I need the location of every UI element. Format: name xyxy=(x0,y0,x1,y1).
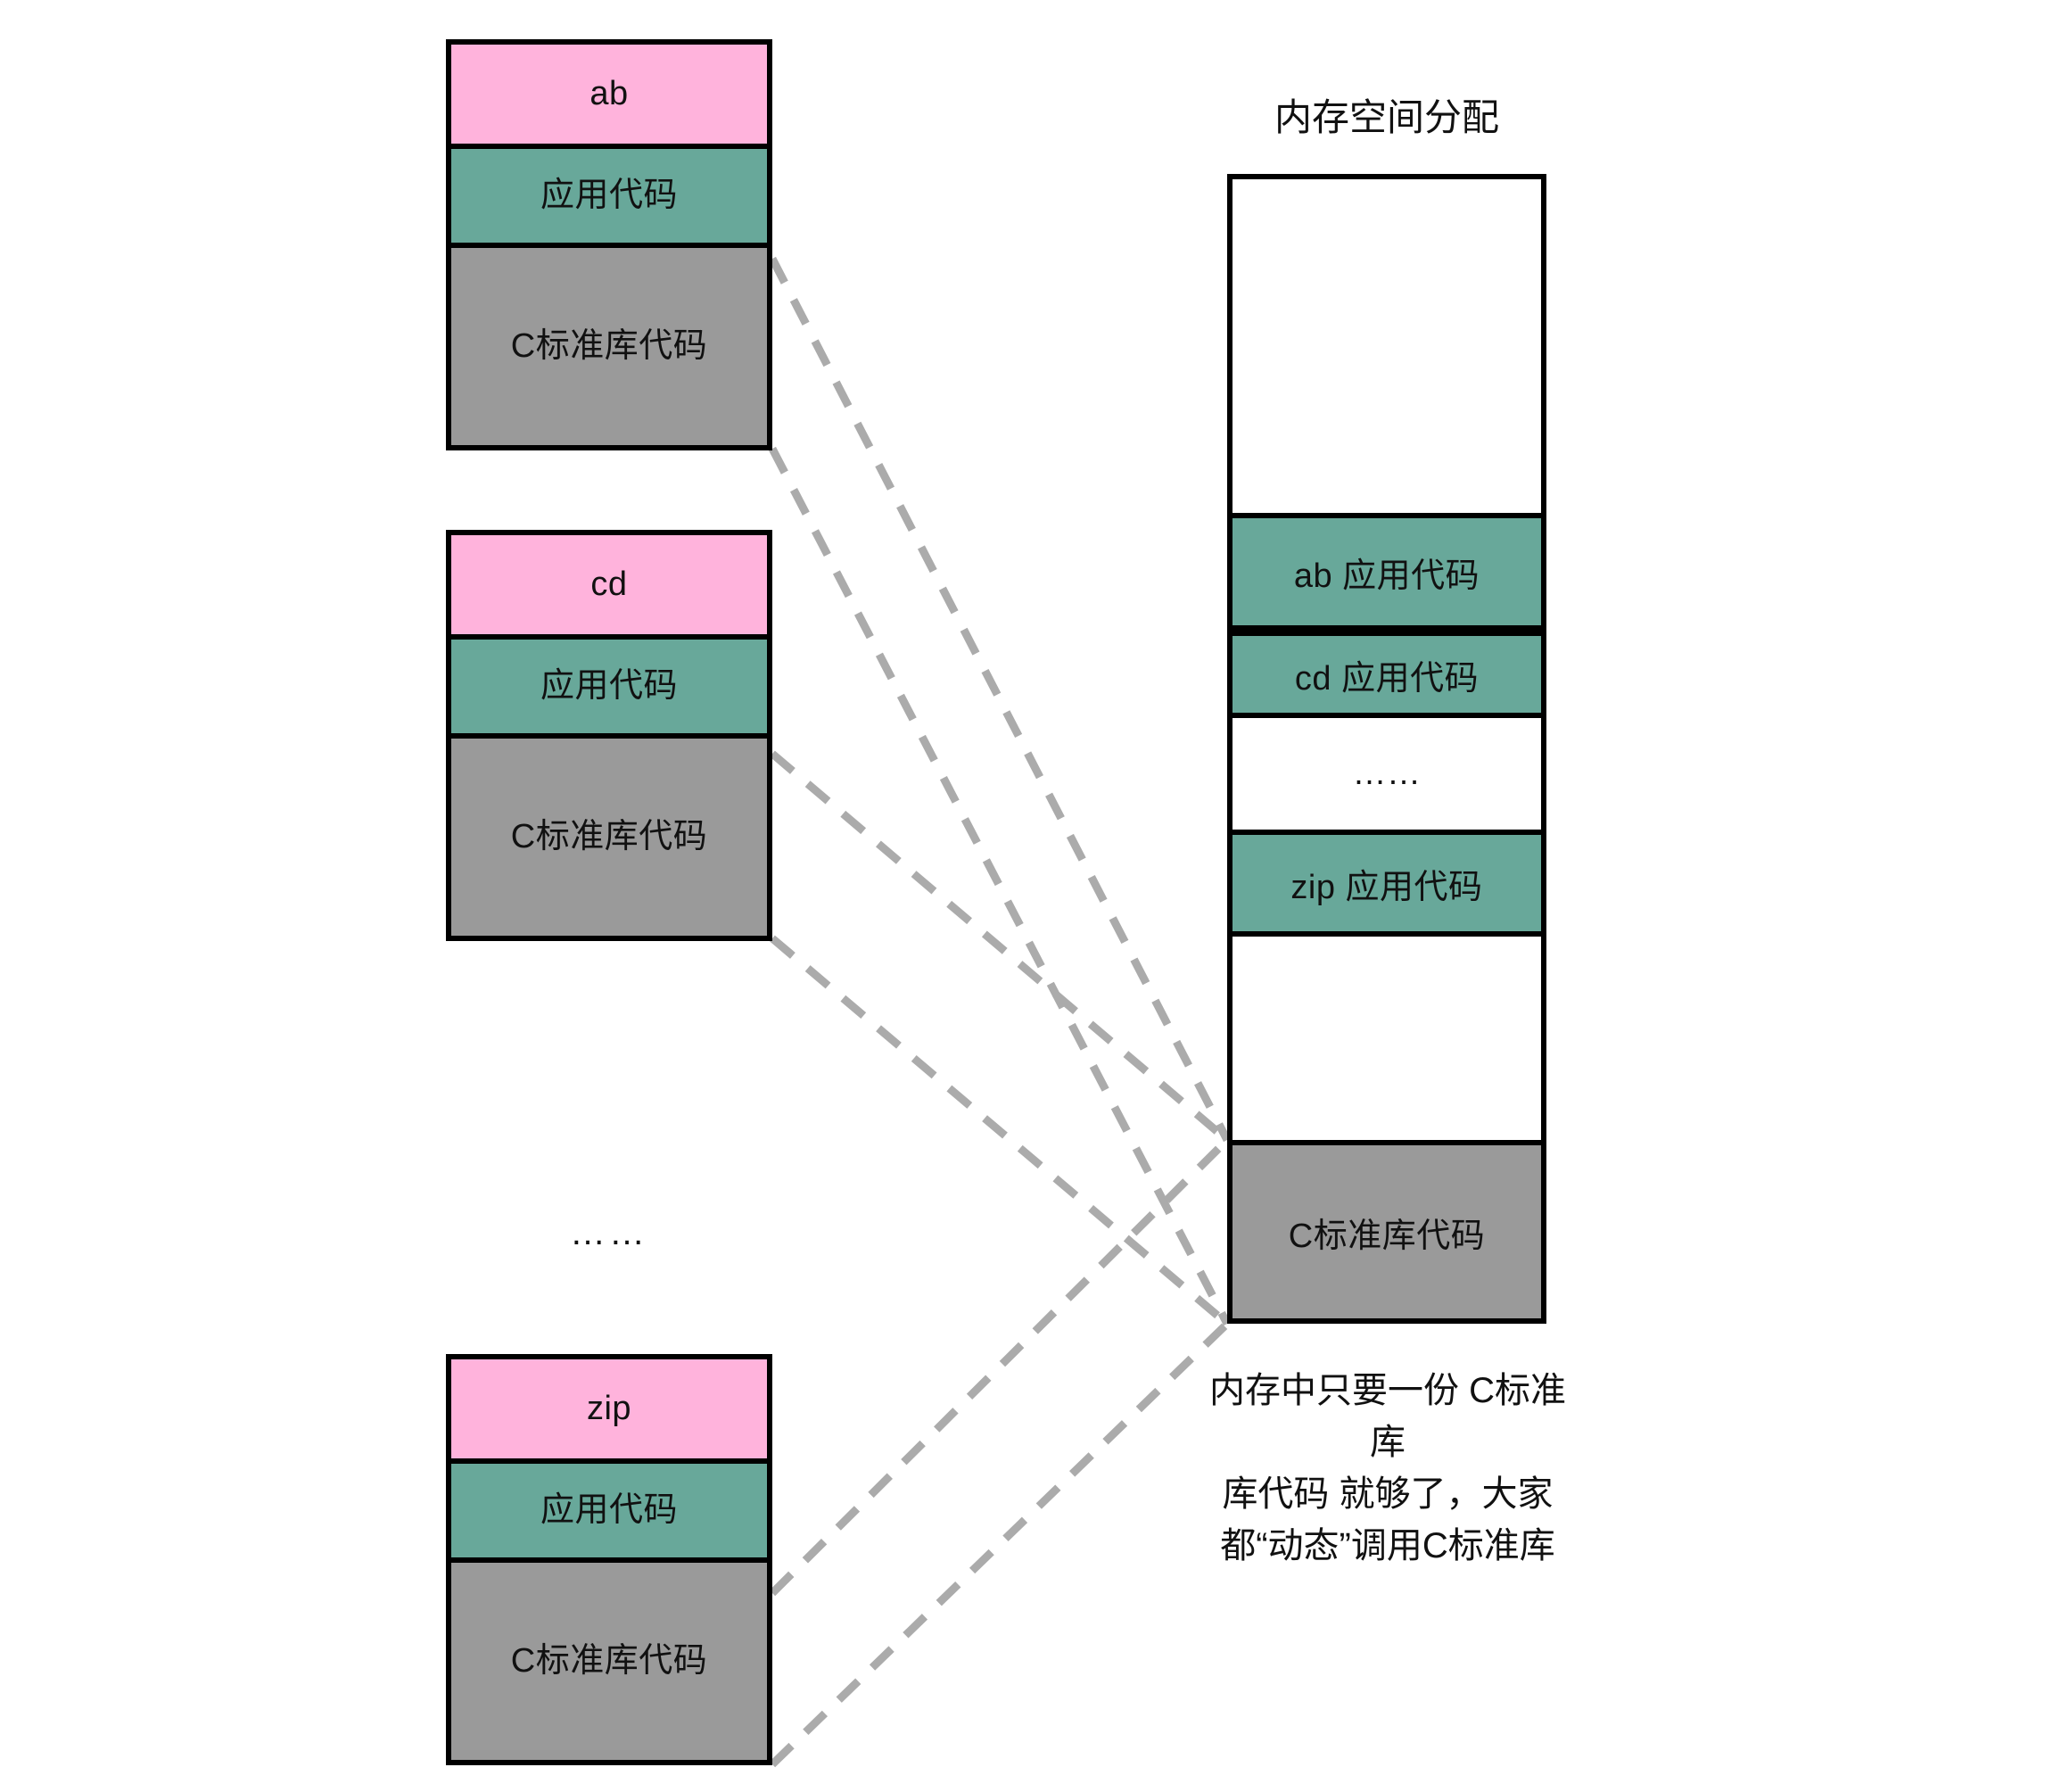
memory-row-libc: C标准库代码 xyxy=(1232,1140,1541,1318)
program-cd-name: cd xyxy=(451,535,767,640)
program-block-zip: zip 应用代码 C标准库代码 xyxy=(446,1354,772,1765)
memory-row-gap-ellipsis: …… xyxy=(1352,755,1422,792)
program-zip-libc-code: C标准库代码 xyxy=(451,1563,767,1760)
program-zip-name: zip xyxy=(451,1359,767,1464)
program-ab-name: ab xyxy=(451,45,767,149)
memory-row-free-top xyxy=(1232,179,1541,513)
program-cd-app-code: 应用代码 xyxy=(451,640,767,739)
memory-map-title: 内存空间分配 xyxy=(1274,96,1499,138)
connector-ab-bottom xyxy=(769,446,1231,1326)
connector-cd-bottom xyxy=(770,935,1230,1327)
memory-row-ab-app: ab 应用代码 xyxy=(1232,513,1541,631)
program-zip-app-code: 应用代码 xyxy=(451,1464,767,1563)
connector-zip-bottom xyxy=(769,1320,1231,1768)
memory-map-frame: ab 应用代码 cd 应用代码 …… zip 应用代码 C标准库代码 xyxy=(1227,174,1546,1324)
program-ab-app-code: 应用代码 xyxy=(451,149,767,248)
program-cd-libc-code: C标准库代码 xyxy=(451,739,767,936)
program-block-ab: ab 应用代码 C标准库代码 xyxy=(446,39,772,450)
left-column-ellipsis: …… xyxy=(570,1213,648,1252)
connector-cd-top xyxy=(770,750,1230,1144)
connector-ab-top xyxy=(769,256,1231,1143)
memory-row-free-bottom xyxy=(1232,937,1541,1140)
memory-row-cd-app: cd 应用代码 xyxy=(1232,631,1541,718)
program-ab-libc-code: C标准库代码 xyxy=(451,248,767,445)
program-block-cd: cd 应用代码 C标准库代码 xyxy=(446,530,772,941)
memory-sharing-caption: 内存中只要一份 C标准库 库代码 就够了，大家 都“动态”调用C标准库 xyxy=(1209,1371,1566,1565)
memory-row-zip-app: zip 应用代码 xyxy=(1232,830,1541,937)
connector-zip-top xyxy=(769,1136,1231,1597)
